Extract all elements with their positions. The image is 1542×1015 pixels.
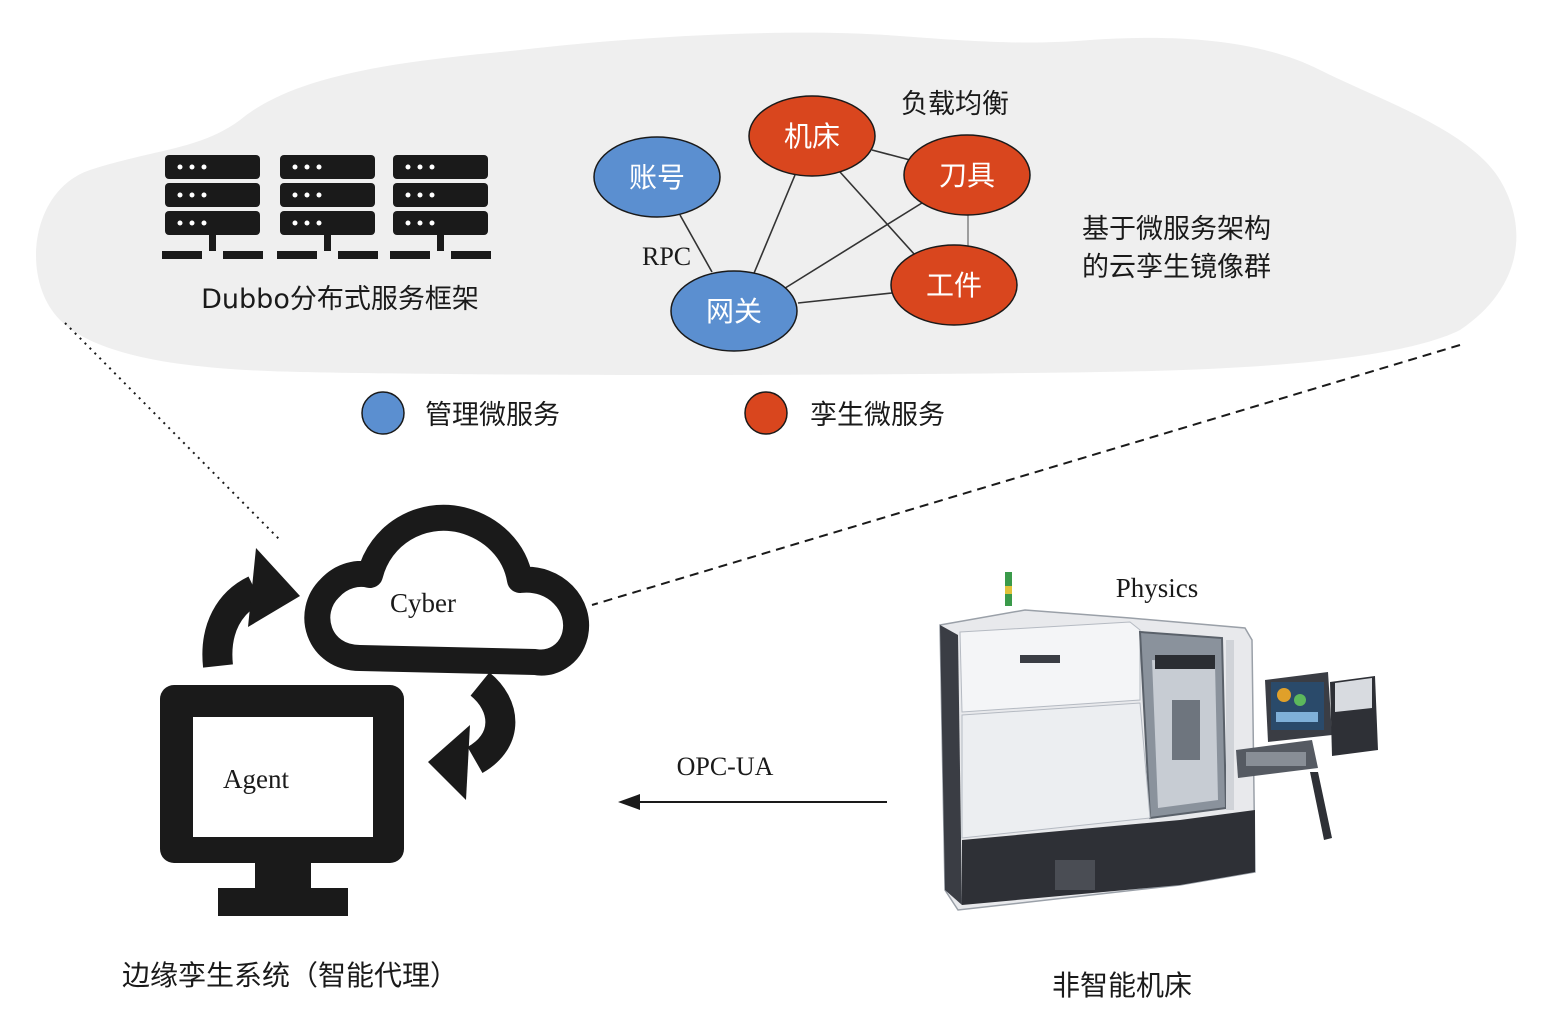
sync-arrow-down-icon <box>466 672 516 774</box>
network-edges <box>679 149 969 304</box>
legend-twin-label: 孪生微服务 <box>810 400 945 431</box>
cyber-label: Cyber <box>390 588 456 618</box>
edge-system-label: 边缘孪生系统（智能代理） <box>122 959 458 992</box>
dashed-guide-line <box>591 344 1461 606</box>
node-workpiece-label: 工件 <box>926 269 982 302</box>
edge-gateway-machine <box>751 174 796 279</box>
edge-account-gateway <box>679 214 713 273</box>
cnc-machine-illustration <box>939 572 1378 911</box>
sync-arrow-down-head-icon <box>428 725 470 800</box>
cloud-region <box>36 32 1517 375</box>
physics-label: Physics <box>1116 573 1199 603</box>
sync-arrow-up-icon <box>202 576 263 668</box>
rpc-label: RPC <box>642 242 691 271</box>
node-account-label: 账号 <box>629 161 685 194</box>
server-icon <box>277 155 378 259</box>
legend: 管理微服务 孪生微服务 <box>361 391 945 435</box>
dotted-guide-line <box>64 322 281 541</box>
sync-arrow-up-head-icon <box>248 548 300 627</box>
agent-monitor-icon: Agent <box>160 685 404 916</box>
edge-gateway-workpiece <box>797 292 893 304</box>
node-machine: 机床 <box>748 95 876 177</box>
server-icon <box>390 155 491 259</box>
server-icon <box>162 155 263 259</box>
edge-machine-workpiece <box>839 171 916 256</box>
legend-twin-swatch <box>744 391 788 435</box>
description-line2: 的云孪生镜像群 <box>1082 252 1271 283</box>
node-tool: 刀具 <box>903 134 1031 216</box>
legend-management-label: 管理微服务 <box>425 400 560 431</box>
edge-gateway-tool <box>781 197 931 291</box>
description-line1: 基于微服务架构 <box>1082 214 1271 245</box>
framework-label: Dubbo分布式服务框架 <box>201 284 479 315</box>
edge-machine-tool <box>871 149 911 161</box>
node-gateway: 网关 <box>670 270 798 352</box>
opcua-arrowhead-icon <box>618 794 640 810</box>
agent-label: Agent <box>223 764 289 794</box>
load-balance-label: 负载均衡 <box>901 89 1009 120</box>
node-workpiece: 工件 <box>890 244 1018 326</box>
protocol-label: OPC-UA <box>677 752 774 781</box>
server-icons <box>162 155 491 259</box>
node-tool-label: 刀具 <box>939 159 995 192</box>
legend-management-swatch <box>361 391 405 435</box>
machine-label: 非智能机床 <box>1052 969 1192 1002</box>
node-gateway-label: 网关 <box>706 295 762 328</box>
sync-arrows <box>202 548 516 800</box>
node-machine-label: 机床 <box>784 120 840 153</box>
cyber-cloud-icon: Cyber <box>304 504 590 676</box>
node-account: 账号 <box>593 136 721 218</box>
